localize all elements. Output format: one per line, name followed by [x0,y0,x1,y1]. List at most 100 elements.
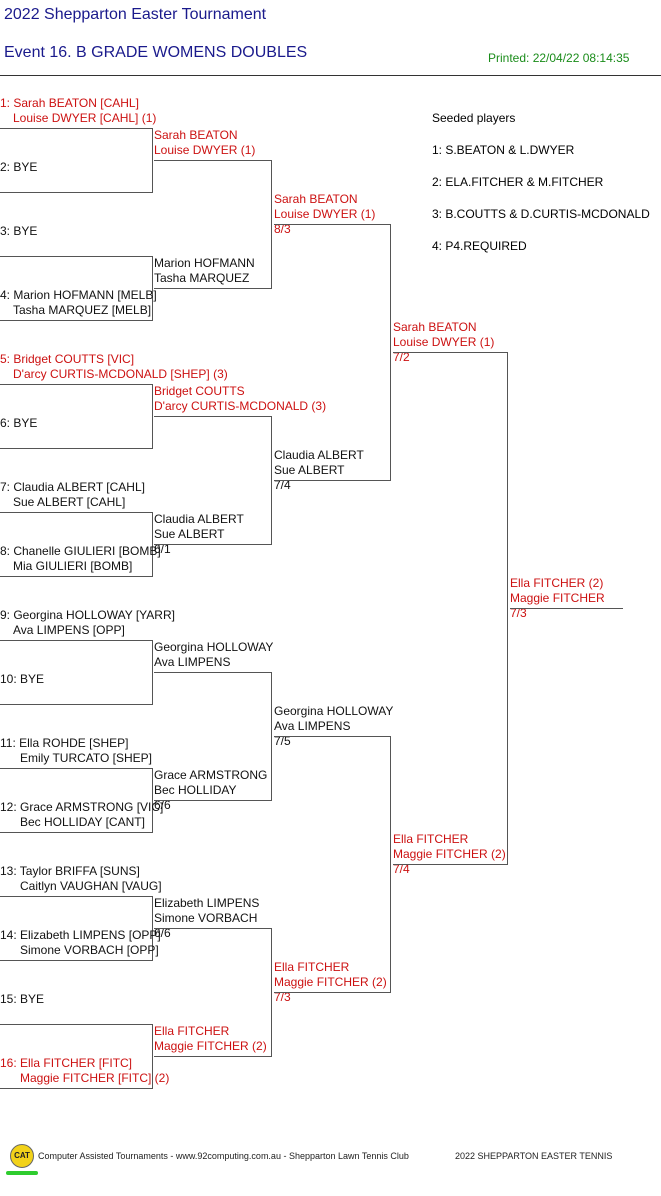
match-score: 6/6 [154,798,171,812]
bracket-connector [271,416,272,545]
bracket-connector [152,128,153,193]
entry-line1: Claudia ALBERT [154,512,244,526]
bracket-line [154,160,271,161]
entry-line1: Georgina HOLLOWAY [154,640,274,654]
bracket-line [393,352,507,353]
bracket-line [0,576,152,577]
entry-line1: 7: Claudia ALBERT [CAHL] [0,480,145,494]
bracket-connector [152,896,153,961]
entry-line1: Grace ARMSTRONG [154,768,268,782]
entry-line1: Elizabeth LIMPENS [154,896,260,910]
match-score: 7/2 [393,350,410,364]
entry-line2: Simone VORBACH [154,911,258,925]
entry-line2: Ava LIMPENS [274,719,351,733]
entry-line2: Bec HOLLIDAY [CANT] [20,815,145,829]
entry-line2: Simone VORBACH [OPP] [20,943,159,957]
bracket-line [274,224,390,225]
bracket-connector [152,1024,153,1089]
bracket-line [154,544,271,545]
bracket-connector [152,256,153,321]
entry-line2: Sue ALBERT [154,527,225,541]
bracket-line [154,288,271,289]
entry-line2: Louise DWYER [CAHL] (1) [13,111,157,125]
final-score: 7/3 [510,606,527,620]
bracket-line [0,512,152,513]
bracket-connector [271,672,272,801]
entry-line1: 10: BYE [0,672,45,686]
entry-line1: 15: BYE [0,992,45,1006]
entry-line1: 12: Grace ARMSTRONG [VIC] [0,800,164,814]
logo-underline [6,1171,38,1175]
event-title: Event 16. B GRADE WOMENS DOUBLES [4,44,308,61]
bracket-line [510,608,623,609]
entry-line1: Georgina HOLLOWAY [274,704,394,718]
entry-line2: D'arcy CURTIS-MCDONALD [SHEP] (3) [13,367,228,381]
entry-line1: Claudia ALBERT [274,448,364,462]
bracket-line [0,768,152,769]
match-score: 6/1 [154,542,171,556]
header-divider [0,75,661,76]
entry-line2: Maggie FITCHER [FITC] (2) [20,1071,170,1085]
match-score: 7/4 [393,862,410,876]
bracket-line [274,480,390,481]
entry-line2: Louise DWYER (1) [393,335,495,349]
entry-line2: Emily TURCATO [SHEP] [20,751,153,765]
printed-timestamp: Printed: 22/04/22 08:14:35 [488,51,630,65]
entry-line2: Mia GIULIERI [BOMB] [13,559,133,573]
entry-line1: 16: Ella FITCHER [FITC] [0,1056,133,1070]
entry-line1: 4: Marion HOFMANN [MELB] [0,288,157,302]
entry-line2: Louise DWYER (1) [274,207,376,221]
bracket-line [154,800,271,801]
seed-item: 1: S.BEATON & L.DWYER [432,143,575,157]
bracket-line [0,256,152,257]
entry-line1: Ella FITCHER [393,832,469,846]
bracket-line [154,416,271,417]
entry-line2: Sue ALBERT [CAHL] [13,495,126,509]
match-score: 6/6 [154,926,171,940]
bracket-connector [271,160,272,289]
bracket-line [0,896,152,897]
entry-line1: 14: Elizabeth LIMPENS [OPP] [0,928,161,942]
bracket-connector [152,640,153,705]
entry-line1: 6: BYE [0,416,38,430]
entry-line1: Sarah BEATON [274,192,358,206]
bracket-connector [152,768,153,833]
bracket-connector [271,928,272,1057]
entry-line1: 3: BYE [0,224,38,238]
entry-line1: 1: Sarah BEATON [CAHL] [0,96,139,110]
bracket-line [0,320,152,321]
bracket-line [0,960,152,961]
entry-line1: 13: Taylor BRIFFA [SUNS] [0,864,140,878]
bracket-connector [507,352,508,865]
bracket-line [154,928,271,929]
entry-line2: Bec HOLLIDAY [154,783,237,797]
footer-event-name: 2022 SHEPPARTON EASTER TENNIS [455,1151,613,1161]
bracket-connector [152,512,153,577]
bracket-line [274,992,390,993]
entry-line1: Bridget COUTTS [154,384,245,398]
match-score: 7/3 [274,990,291,1004]
bracket-line [274,736,390,737]
entry-line2: D'arcy CURTIS-MCDONALD (3) [154,399,327,413]
entry-line1: 8: Chanelle GIULIERI [BOMB] [0,544,161,558]
bracket-line [154,672,271,673]
entry-line2: Maggie FITCHER (2) [154,1039,267,1053]
entry-line1: 9: Georgina HOLLOWAY [YARR] [0,608,175,622]
bracket-line [0,832,152,833]
cat-logo-icon: CAT [10,1144,34,1168]
entry-line2: Ava LIMPENS [154,655,231,669]
entry-line2: Tasha MARQUEZ [MELB] [13,303,152,317]
entry-line2: Maggie FITCHER (2) [393,847,506,861]
entry-line1: Ella FITCHER [154,1024,230,1038]
entry-line1: 11: Ella ROHDE [SHEP] [0,736,129,750]
entry-line1: Sarah BEATON [154,128,238,142]
match-score: 7/4 [274,478,291,492]
bracket-line [0,384,152,385]
entry-line2: Caitlyn VAUGHAN [VAUG] [20,879,162,893]
bracket-connector [152,384,153,449]
entry-line1: Marion HOFMANN [154,256,255,270]
bracket-line [0,448,152,449]
footer-credit: Computer Assisted Tournaments - www.92co… [38,1151,409,1161]
champion-line2: Maggie FITCHER [510,591,605,605]
bracket-line [0,192,152,193]
